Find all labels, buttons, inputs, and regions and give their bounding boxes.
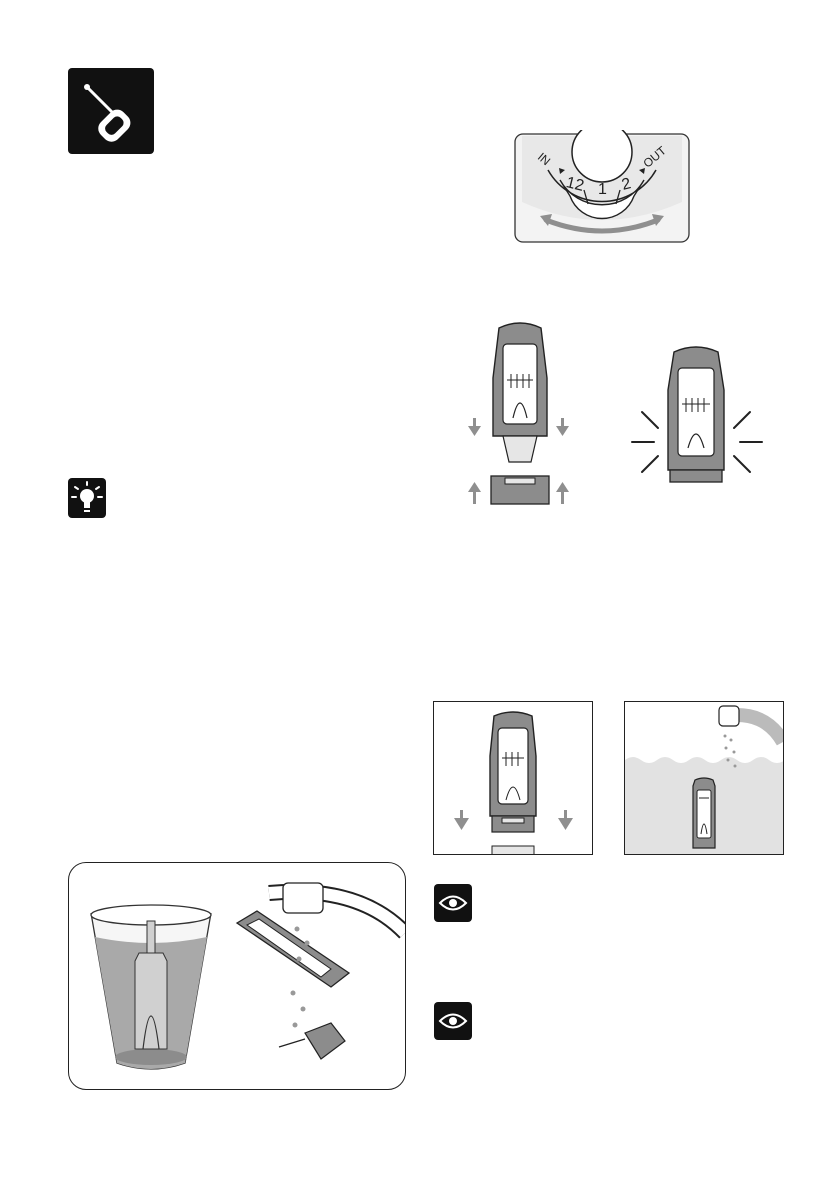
dial-illustration: IN OUT 12 1 2 bbox=[512, 130, 692, 246]
filter-click-illustration bbox=[624, 340, 769, 490]
filter-removal-illustration bbox=[433, 701, 593, 855]
dial-position-1: 1 bbox=[598, 181, 607, 199]
lightbulb-icon bbox=[68, 478, 106, 518]
soak-and-rinse-illustration bbox=[68, 862, 406, 1090]
eye-icon bbox=[434, 1002, 472, 1040]
filter-assembly-illustration bbox=[465, 318, 575, 513]
rinse-tap-illustration bbox=[624, 701, 784, 855]
eye-icon bbox=[434, 884, 472, 922]
screwdriver-icon bbox=[68, 68, 154, 154]
